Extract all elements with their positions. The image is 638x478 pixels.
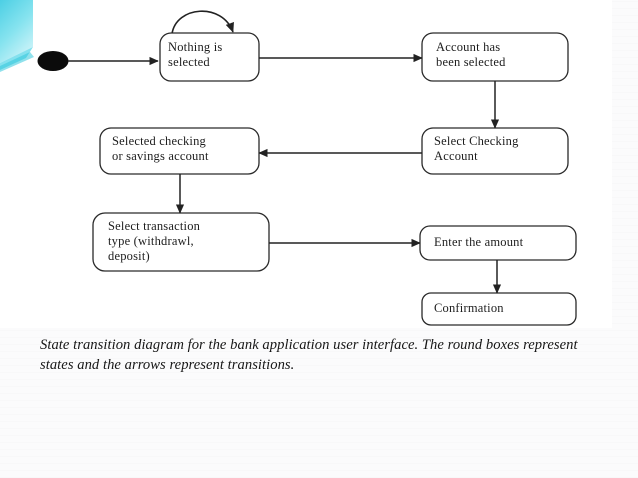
state-box-confirmation (421, 292, 577, 326)
caption-line-2: represent states and the arrows represen… (40, 337, 578, 373)
state-box-selected-checking (99, 127, 260, 175)
state-box-select-checking (421, 127, 569, 175)
state-box-account-selected (421, 32, 569, 82)
state-box-select-transaction (92, 212, 270, 272)
state-transition-diagram: Nothing is selected Account has been sel… (0, 0, 577, 326)
cyan-corner-ribbon (0, 0, 34, 72)
caption-line-1: State transition diagram for the bank ap… (40, 337, 520, 353)
state-box-nothing-selected (159, 32, 260, 82)
diagram-vector-layer (0, 0, 577, 326)
diagram-caption: State transition diagram for the bank ap… (40, 336, 600, 375)
start-state-dot (37, 51, 69, 71)
transition-nothing-selected-self-loop (171, 10, 234, 35)
state-box-enter-amount (419, 225, 577, 261)
